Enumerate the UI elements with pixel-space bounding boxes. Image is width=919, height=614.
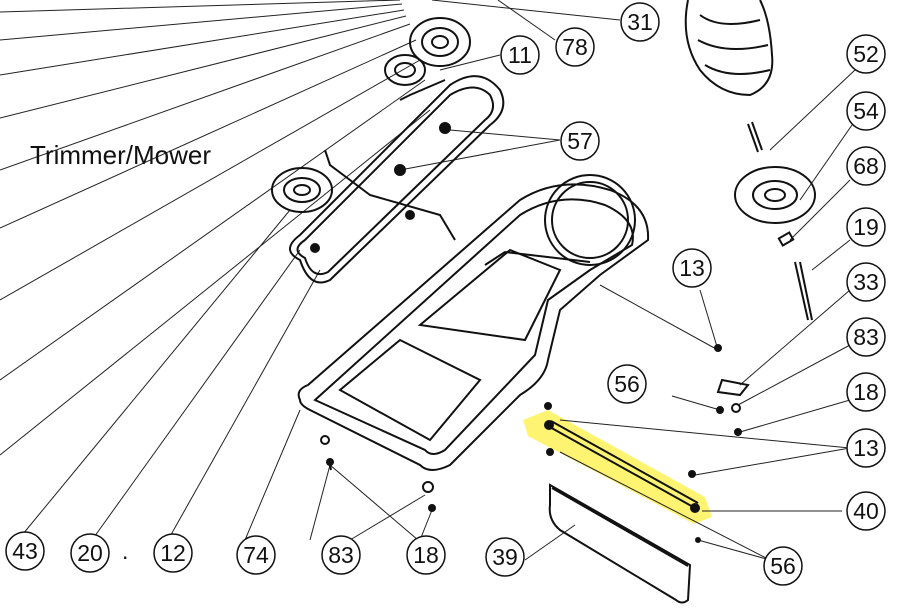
callout-19: 19 <box>853 214 879 240</box>
callout-54: 54 <box>853 98 879 124</box>
callout-circles <box>5 2 886 586</box>
callout-74: 74 <box>243 542 269 568</box>
callout-20: 20 <box>77 540 103 566</box>
callout-12: 12 <box>160 540 186 566</box>
belt-and-pulleys-assembly <box>271 17 505 284</box>
callout-68: 68 <box>853 153 879 179</box>
callout-83-right: 83 <box>853 324 879 350</box>
diagram-label: Trimmer/Mower <box>30 140 211 170</box>
callout-18-right: 18 <box>853 379 879 405</box>
callout-57: 57 <box>567 128 593 154</box>
callout-31: 31 <box>627 9 653 35</box>
left-fan-leader-lines <box>0 0 431 541</box>
callout-83-bottom: 83 <box>328 542 354 568</box>
callout-39: 39 <box>492 544 518 570</box>
callout-leader-lines <box>309 0 856 561</box>
callout-78: 78 <box>562 34 588 60</box>
callout-40: 40 <box>853 498 879 524</box>
callout-11: 11 <box>508 42 532 68</box>
callout-13-right: 13 <box>853 435 879 461</box>
callout-56-top: 56 <box>614 371 640 397</box>
right-side-parts <box>544 0 816 543</box>
callout-52: 52 <box>853 41 879 67</box>
bottom-hardware <box>326 458 436 512</box>
callout-56-bottom: 56 <box>770 553 796 579</box>
shield-part-39 <box>548 483 692 604</box>
separator-dot: . <box>122 538 128 564</box>
callout-labels: 31 78 11 57 52 54 68 19 33 83 18 13 56 1… <box>12 9 879 579</box>
rod-part-40 <box>544 420 700 513</box>
callout-13-top: 13 <box>679 255 705 281</box>
callout-18-bottom: 18 <box>413 542 439 568</box>
callout-33: 33 <box>853 269 879 295</box>
deck-plate <box>297 174 650 493</box>
callout-43: 43 <box>12 538 38 564</box>
